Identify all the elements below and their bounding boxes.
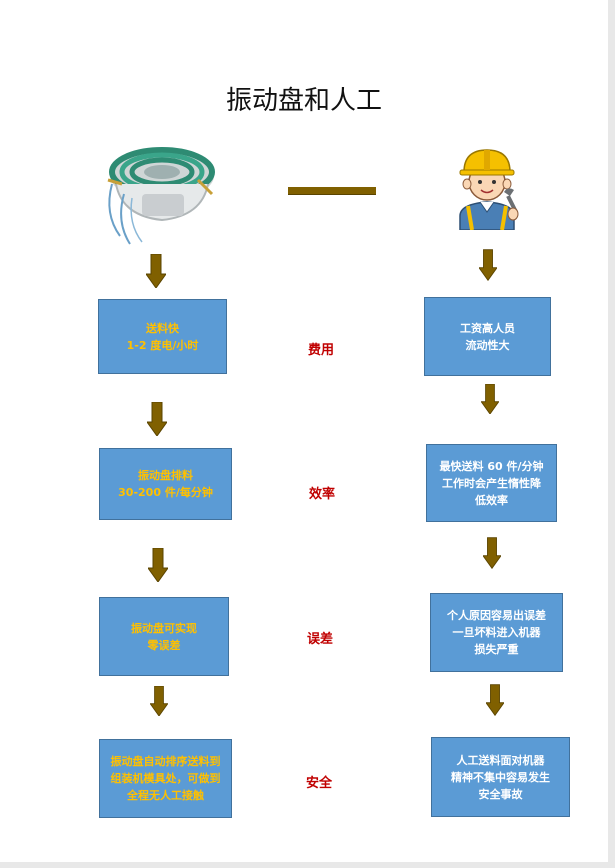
down-arrow-icon xyxy=(147,402,167,436)
down-arrow-icon xyxy=(146,254,166,288)
feeder-safety-box: 振动盘自动排序送料到 组装机模具处，可做到 全程无人工接触 xyxy=(99,739,232,818)
category-efficiency: 效率 xyxy=(308,487,335,502)
feeder-efficiency-box: 振动盘排料 30-200 件/每分钟 xyxy=(99,448,232,520)
manual-safety-box: 人工送料面对机器 精神不集中容易发生 安全事故 xyxy=(431,737,570,817)
down-arrow-icon xyxy=(481,384,499,414)
down-arrow-icon xyxy=(479,249,497,281)
manual-efficiency-box: 最快送料 60 件/分钟 工作时会产生惰性降 低效率 xyxy=(426,444,557,522)
manual-error-box: 个人原因容易出误差 一旦坏料进入机器 损失严重 xyxy=(430,593,563,672)
category-error: 误差 xyxy=(306,632,333,647)
down-arrow-icon xyxy=(148,548,168,582)
feeder-error-box: 振动盘可实现 零误差 xyxy=(99,597,229,676)
construction-worker-icon xyxy=(459,149,519,230)
category-safety: 安全 xyxy=(305,776,332,791)
page-title: 振动盘和人工 xyxy=(225,86,382,116)
vibratory-bowl-feeder-image xyxy=(107,147,215,245)
manual-cost-box: 工资高人员 流动性大 xyxy=(424,297,551,376)
down-arrow-icon xyxy=(483,537,501,569)
down-arrow-icon xyxy=(150,686,168,716)
comparison-connector-bar xyxy=(288,187,376,195)
down-arrow-icon xyxy=(486,684,504,716)
feeder-cost-box: 送料快 1-2 度电/小时 xyxy=(98,299,227,374)
category-cost: 费用 xyxy=(307,343,334,358)
